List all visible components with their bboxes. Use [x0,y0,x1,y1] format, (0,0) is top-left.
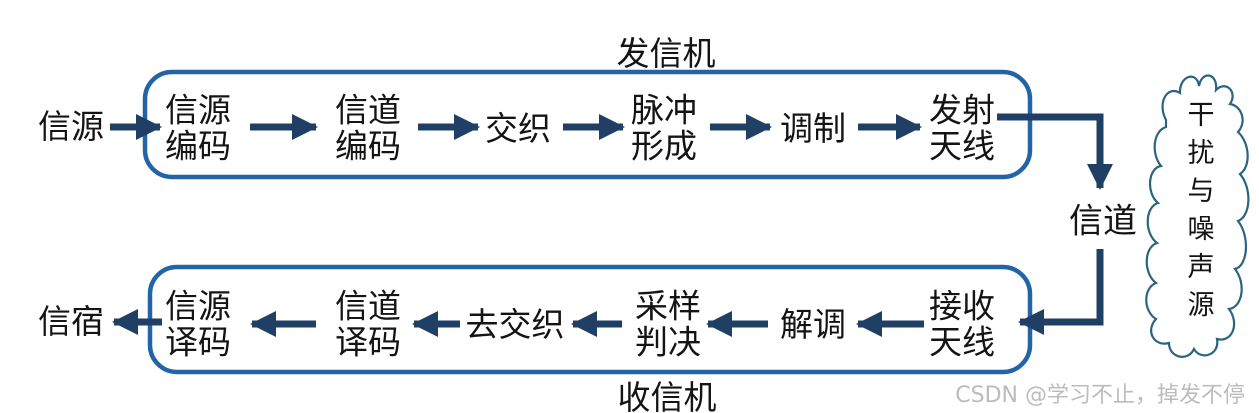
node-channel-decoding: 信道 译码 [335,286,401,362]
sink-label: 信宿 [38,301,104,341]
channel-label: 信道 [1069,201,1137,242]
noise-cloud-label: 干扰与噪声源 [1182,100,1214,328]
source-label: 信源 [38,106,104,146]
node-source-encoding: 信源 编码 [165,90,231,166]
node-channel-encoding: 信道 编码 [335,90,401,166]
node-transmit-antenna: 发射 天线 [929,90,995,166]
receiver-box [147,264,1033,375]
node-demodulation: 解调 [780,304,846,344]
noise-cloud-shape [1145,74,1250,358]
receiver-title: 收信机 [617,378,717,413]
node-receive-antenna: 接收 天线 [929,286,995,362]
node-sampling-decision: 采样 判决 [635,286,701,362]
watermark: CSDN @学习不止，掉发不停 [955,383,1245,408]
node-pulse-shaping: 脉冲 形成 [631,90,697,166]
node-source-decoding: 信源 译码 [165,286,231,362]
connector-channel-to-rx-antenna [1018,249,1104,335]
node-modulation: 调制 [780,108,846,148]
node-interleaving: 交织 [485,108,551,148]
node-deinterleaving: 去交织 [465,304,565,344]
connector-tx-antenna-to-channel [997,113,1113,190]
transmitter-title: 发信机 [616,34,716,73]
